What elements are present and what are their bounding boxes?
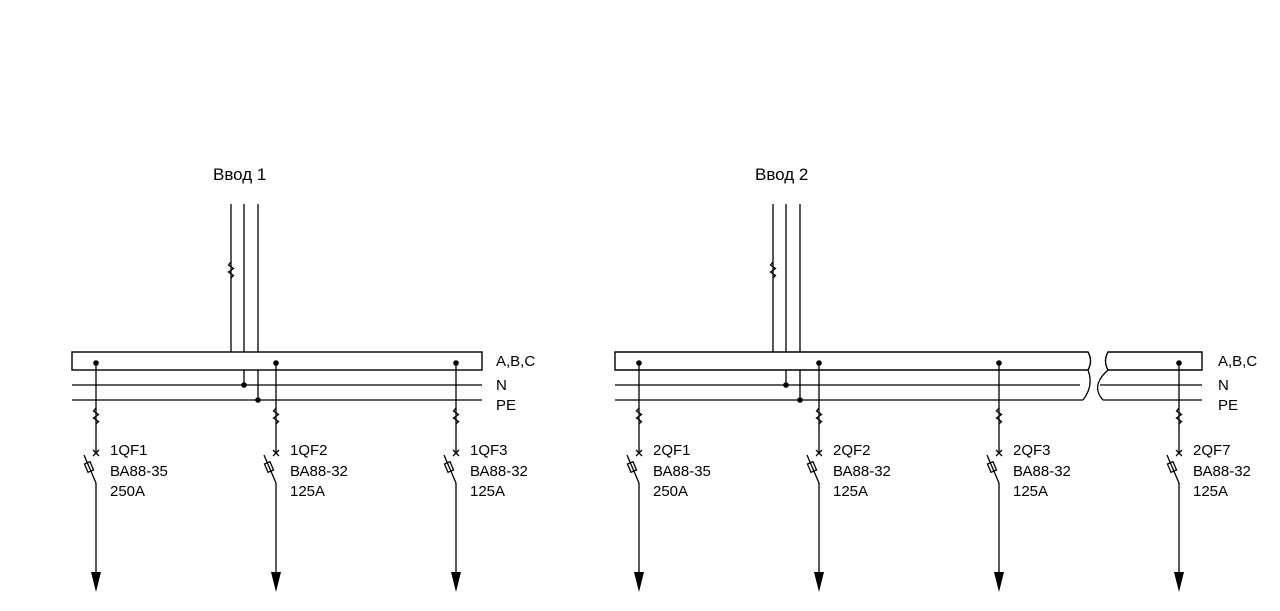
breaker-model: ВА88-32 <box>470 463 528 480</box>
section-2-title: Ввод 2 <box>755 165 808 184</box>
section-1-busbars <box>71 351 483 401</box>
feeder-break-mark <box>815 407 823 425</box>
breaker-id: 1QF3 <box>470 442 508 459</box>
section-2-n-label: N <box>1218 377 1229 394</box>
breaker-trip-mark <box>635 449 643 457</box>
section-2-phase-label: A,B,C <box>1218 353 1257 370</box>
breaker-trip-mark <box>272 449 280 457</box>
circuit-breaker-contact <box>626 454 640 484</box>
feeder-break-mark <box>1175 407 1183 425</box>
breaker-model: ВА88-35 <box>653 463 711 480</box>
outgoing-arrow <box>271 572 281 592</box>
circuit-breaker-contact <box>1166 454 1180 484</box>
feeder-break-mark <box>92 407 100 425</box>
breaker-rating: 125А <box>833 483 868 500</box>
breaker-model: ВА88-32 <box>290 463 348 480</box>
breaker-model: ВА88-32 <box>833 463 891 480</box>
circuit-breaker-contact <box>263 454 277 484</box>
outgoing-arrow <box>814 572 824 592</box>
section-2-incoming-break-mark <box>769 261 777 279</box>
breaker-model: ВА88-35 <box>110 463 168 480</box>
feeder-break-mark <box>995 407 1003 425</box>
feeder-2qf3: 2QF3 ВА88-32 125А <box>986 360 1071 592</box>
breaker-id: 2QF2 <box>833 442 871 459</box>
feeder-break-mark <box>452 407 460 425</box>
section-2-busbars <box>614 351 1203 401</box>
section-1: Ввод 1 A,B,C N PE <box>71 165 535 592</box>
breaker-id: 2QF3 <box>1013 442 1051 459</box>
outgoing-arrow <box>994 572 1004 592</box>
outgoing-arrow <box>634 572 644 592</box>
breaker-rating: 250А <box>653 483 688 500</box>
section-2: Ввод 2 A,B,C N PE <box>614 165 1257 592</box>
feeder-1qf1: 1QF1 ВА88-35 250А <box>83 360 168 592</box>
circuit-breaker-contact <box>806 454 820 484</box>
bus-break-right-curve <box>1096 369 1109 401</box>
breaker-rating: 250А <box>110 483 145 500</box>
feeder-1qf3: 1QF3 ВА88-32 125А <box>443 360 528 592</box>
section-2-phase-busbar-left <box>614 351 1092 371</box>
section-1-incoming-feeder <box>227 204 261 403</box>
breaker-rating: 125А <box>1013 483 1048 500</box>
circuit-breaker-contact <box>986 454 1000 484</box>
outgoing-arrow <box>1174 572 1184 592</box>
outgoing-arrow <box>91 572 101 592</box>
breaker-rating: 125А <box>470 483 505 500</box>
feeder-break-mark <box>635 407 643 425</box>
breaker-rating: 125А <box>1193 483 1228 500</box>
section-1-incoming-break-mark <box>227 261 235 279</box>
section-2-pe-label: PE <box>1218 397 1238 414</box>
feeder-2qf2: 2QF2 ВА88-32 125А <box>806 360 891 592</box>
feeder-1qf2: 1QF2 ВА88-32 125А <box>263 360 348 592</box>
breaker-id: 2QF1 <box>653 442 691 459</box>
feeder-2qf7: 2QF7 ВА88-32 125А <box>1166 360 1251 592</box>
breaker-id: 2QF7 <box>1193 442 1231 459</box>
section-2-incoming-feeder <box>769 204 803 403</box>
section-2-phase-busbar-right <box>1104 351 1203 371</box>
feeder-break-mark <box>272 407 280 425</box>
breaker-trip-mark <box>995 449 1003 457</box>
section-1-n-label: N <box>496 377 507 394</box>
bus-break-left-curve <box>1082 369 1091 401</box>
breaker-model: ВА88-32 <box>1193 463 1251 480</box>
section-1-title: Ввод 1 <box>213 165 266 184</box>
section-1-pe-label: PE <box>496 397 516 414</box>
breaker-trip-mark <box>815 449 823 457</box>
breaker-trip-mark <box>452 449 460 457</box>
section-1-phase-label: A,B,C <box>496 353 535 370</box>
circuit-breaker-contact <box>443 454 457 484</box>
breaker-rating: 125А <box>290 483 325 500</box>
breaker-id: 1QF2 <box>290 442 328 459</box>
breaker-model: ВА88-32 <box>1013 463 1071 480</box>
feeder-2qf1: 2QF1 ВА88-35 250А <box>626 360 711 592</box>
breaker-id: 1QF1 <box>110 442 148 459</box>
outgoing-arrow <box>451 572 461 592</box>
circuit-breaker-contact <box>83 454 97 484</box>
breaker-trip-mark <box>1175 449 1183 457</box>
breaker-trip-mark <box>92 449 100 457</box>
